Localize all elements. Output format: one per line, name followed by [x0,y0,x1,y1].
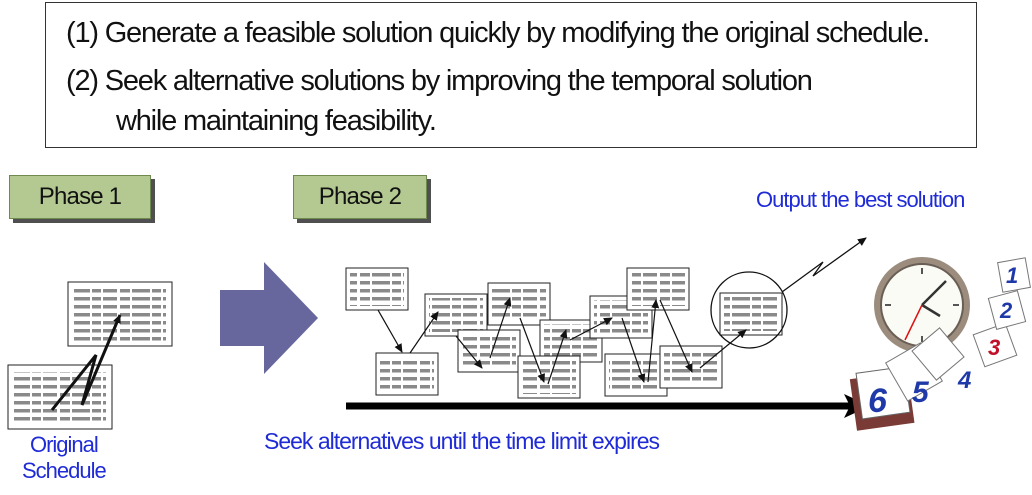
description-box: (1) Generate a feasible solution quickly… [45,2,977,148]
zigzag-arrow-icon [50,314,122,411]
calendar-page-6: 6 [868,382,888,420]
calendar-page-5: 5 [912,376,930,409]
calendar-pages-icon: 1 2 3 4 5 6 [849,257,1031,431]
phase-2-label: Phase 2 [293,175,427,219]
calendar-page-4: 4 [957,367,971,394]
modified-schedule-document [67,281,173,347]
calendar-page-2: 2 [999,298,1013,323]
best-solution-highlight [710,271,788,349]
description-line-3: while maintaining feasibility. [116,105,437,137]
output-zigzag-arrow [781,237,867,293]
original-label-line-1: Original [29,432,99,457]
calendar-page-1: 1 [1006,263,1018,288]
clock-icon [874,257,970,353]
solution-documents [345,267,783,399]
output-best-solution-label: Output the best solution [756,187,965,212]
phase-1-label: Phase 1 [9,175,151,219]
original-schedule-label: Original Schedule [22,432,107,484]
big-right-arrow-icon [220,262,318,374]
description-line-1: (1) Generate a feasible solution quickly… [66,17,930,49]
original-label-line-2: Schedule [22,458,107,483]
description-line-2: (2) Seek alternative solutions by improv… [66,65,813,97]
calendar-page-3: 3 [988,335,1000,360]
search-path-arrows [377,297,747,385]
seek-alternatives-label: Seek alternatives until the time limit e… [264,428,660,454]
